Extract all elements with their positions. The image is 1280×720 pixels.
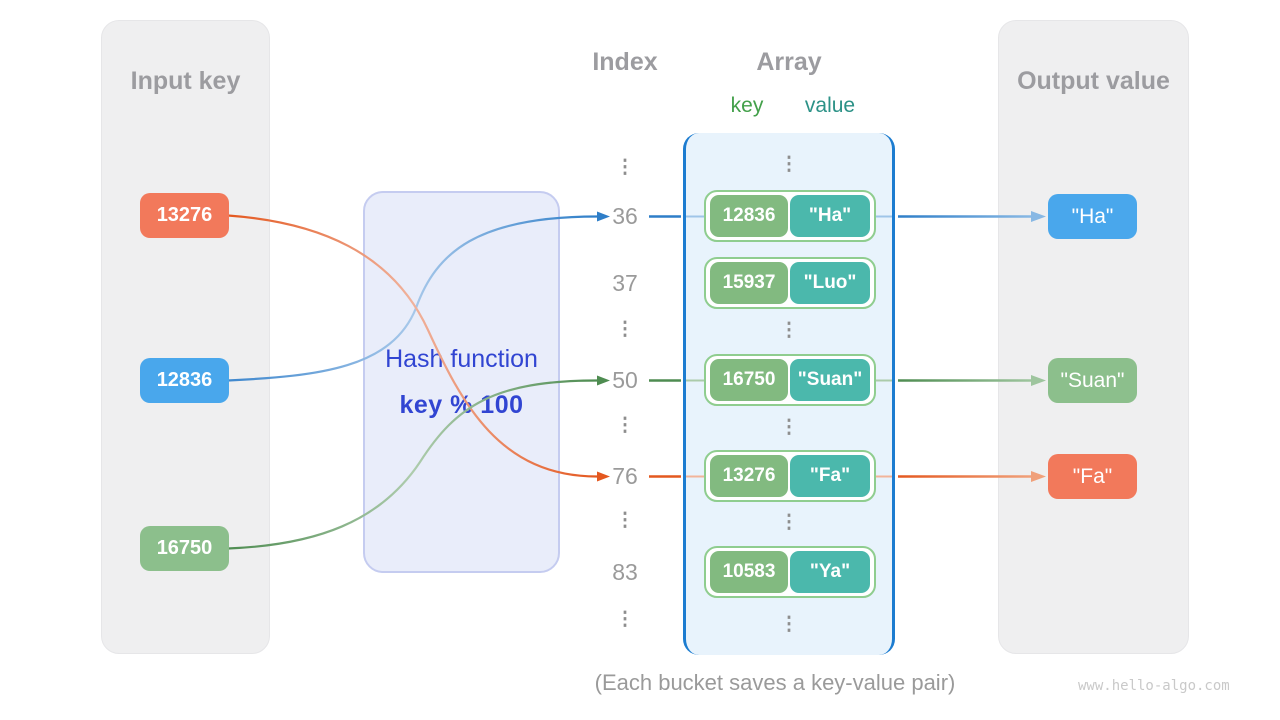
output-value-suan: "Suan" (1048, 358, 1137, 403)
bucket-key: 13276 (710, 455, 788, 497)
index-ellipsis: ⋮ (615, 415, 635, 436)
bucket-index36: 12836 "Ha" (704, 190, 876, 242)
bucket-index83: 10583 "Ya" (704, 546, 876, 598)
bucket-key: 10583 (710, 551, 788, 593)
input-key-16750: 16750 (140, 526, 229, 571)
input-key-title: Input key (130, 67, 241, 95)
curve-13276-to-index76 (227, 214, 610, 482)
array-key-header: key (730, 94, 764, 117)
input-key-13276: 13276 (140, 193, 229, 238)
array-ellipsis: ⋮ (779, 614, 799, 635)
hash-function-label: Hash function (385, 344, 538, 373)
output-value-title: Output value (1017, 67, 1170, 95)
input-key-12836: 12836 (140, 358, 229, 403)
index-37: 37 (612, 270, 638, 296)
array-column-header: Array (756, 48, 822, 76)
index-83: 83 (612, 559, 638, 585)
diagram-caption: (Each bucket saves a key-value pair) (594, 670, 956, 695)
bucket-value: "Suan" (790, 359, 870, 401)
bucket-value: "Ha" (790, 195, 870, 237)
index-76: 76 (612, 463, 638, 489)
output-value-ha: "Ha" (1048, 194, 1137, 239)
index-column-header: Index (592, 48, 658, 76)
bucket-key: 12836 (710, 195, 788, 237)
output-value-panel: Output value (998, 20, 1189, 654)
bucket-value: "Luo" (790, 262, 870, 304)
index-ellipsis: ⋮ (615, 319, 635, 340)
curve-16750-to-index50 (227, 375, 610, 550)
index-ellipsis: ⋮ (615, 510, 635, 531)
bucket-index50: 16750 "Suan" (704, 354, 876, 406)
bucket-key: 15937 (710, 262, 788, 304)
array-value-header: value (804, 94, 856, 117)
index-ellipsis: ⋮ (615, 157, 635, 178)
bucket-value: "Fa" (790, 455, 870, 497)
bucket-index37: 15937 "Luo" (704, 257, 876, 309)
bucket-index76: 13276 "Fa" (704, 450, 876, 502)
index-50: 50 (612, 367, 638, 393)
array-ellipsis: ⋮ (779, 417, 799, 438)
index-ellipsis: ⋮ (615, 609, 635, 630)
hash-function-box: Hash function key % 100 (363, 191, 560, 573)
watermark-url: www.hello-algo.com (1078, 678, 1230, 694)
curve-12836-to-index36 (227, 211, 610, 382)
array-ellipsis: ⋮ (779, 320, 799, 341)
bucket-key: 16750 (710, 359, 788, 401)
index-36: 36 (612, 203, 638, 229)
array-ellipsis: ⋮ (779, 154, 799, 175)
output-value-fa: "Fa" (1048, 454, 1137, 499)
bucket-value: "Ya" (790, 551, 870, 593)
array-ellipsis: ⋮ (779, 512, 799, 533)
